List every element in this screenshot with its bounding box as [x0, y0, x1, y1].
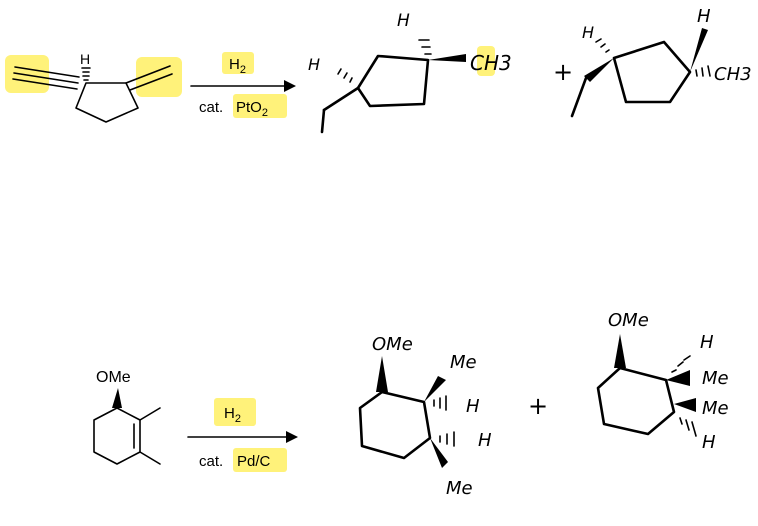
wedge-bond-h: [690, 28, 708, 72]
p1a-ch3: CH3: [470, 51, 512, 75]
hashed-h2: [439, 431, 455, 447]
p2a-ome: OMe: [372, 334, 413, 355]
reagent-h2-2: H2: [224, 405, 241, 425]
p2b-ome: OMe: [608, 310, 649, 331]
wedge-bond-me2: [674, 398, 696, 412]
cyclohexane-ring: [596, 366, 676, 436]
product-1a: H H CH3: [308, 11, 512, 134]
p2a-h1: H: [466, 396, 480, 417]
catalyst-pto2: PtO2: [236, 99, 268, 119]
methyl-2: [139, 451, 161, 465]
exocyclic-double-bond: [125, 65, 173, 91]
cyclopentane-ring: [75, 82, 139, 123]
catalyst-pdc: Pd/C: [237, 453, 271, 470]
reaction-arrow-1: H2 cat. PtO2: [190, 52, 296, 119]
reagent-h2: H2: [229, 56, 246, 76]
reaction-2: OMe H2 cat. Pd/C OMe Me: [93, 310, 729, 499]
hashed-h-left: [595, 38, 610, 53]
wedge-bond-ethyl: [584, 58, 614, 82]
arrowhead-2: [286, 431, 298, 443]
p2b-me1: Me: [702, 368, 729, 389]
reaction-1: H H2 cat. PtO2: [5, 6, 752, 134]
hashed-h1: [433, 395, 447, 411]
p2a-me-bottom: Me: [446, 478, 473, 499]
product-1b: H H CH3: [570, 6, 752, 118]
cyclopentane-ring: [612, 40, 692, 104]
methyl-1: [139, 407, 161, 421]
wedge-bond-me-top: [424, 376, 446, 402]
cyclohexane-ring: [358, 390, 432, 460]
alkyne-highlight: [5, 55, 49, 93]
p2b-h-top: H: [700, 332, 714, 353]
wedge-bond-me-bottom: [430, 438, 448, 468]
p2b-me2: Me: [702, 398, 729, 419]
h-hashed-bond: [81, 67, 91, 81]
alkene-highlight: [136, 57, 182, 97]
cyclopentane-ring: [356, 54, 430, 108]
sm1-h-label: H: [80, 51, 90, 67]
catalyst-prefix: cat.: [199, 99, 223, 116]
p1b-top-h: H: [697, 6, 711, 27]
p1a-left-h: H: [308, 55, 320, 74]
p1a-top-h: H: [397, 11, 410, 31]
pto2-highlight: [233, 94, 287, 118]
ch3-highlight: [477, 46, 495, 76]
wedge-bond-ome: [376, 356, 388, 392]
product-2b: OMe H Me Me H: [596, 310, 729, 453]
cyclohexene-ring: [93, 407, 141, 465]
plus-sign-1: +: [553, 58, 573, 86]
p2a-h2: H: [478, 430, 492, 451]
h2-highlight: [222, 52, 254, 74]
hashed-h-top: [418, 39, 432, 55]
plus-sign-2: +: [528, 392, 548, 420]
h2-highlight-2: [214, 398, 256, 426]
wedge-bond-ch3: [428, 54, 466, 62]
starting-material-2: OMe: [93, 369, 161, 465]
pdc-highlight: [233, 448, 287, 472]
catalyst-prefix-2: cat.: [199, 453, 223, 470]
p2a-me-top: Me: [450, 352, 477, 373]
alkyne-triple-bond: [12, 66, 80, 90]
arrowhead: [284, 80, 296, 92]
wedge-bond-ome: [614, 334, 626, 368]
p2b-h-bottom: H: [702, 432, 716, 453]
hashed-ch3: [695, 65, 711, 77]
sm2-ome-label: OMe: [96, 369, 131, 386]
hashed-h-top: [671, 355, 691, 373]
wedge-bond-me1: [666, 370, 690, 386]
hashed-h-bottom: [679, 417, 697, 437]
hashed-h-left: [337, 68, 353, 83]
reaction-arrow-2: H2 cat. Pd/C: [187, 398, 298, 472]
product-2a: OMe Me H H Me: [358, 334, 492, 499]
p1b-ch3: CH3: [714, 64, 752, 85]
p1b-left-h: H: [582, 23, 594, 42]
wedge-bond-ome: [112, 388, 122, 408]
starting-material-1: H: [5, 51, 182, 123]
